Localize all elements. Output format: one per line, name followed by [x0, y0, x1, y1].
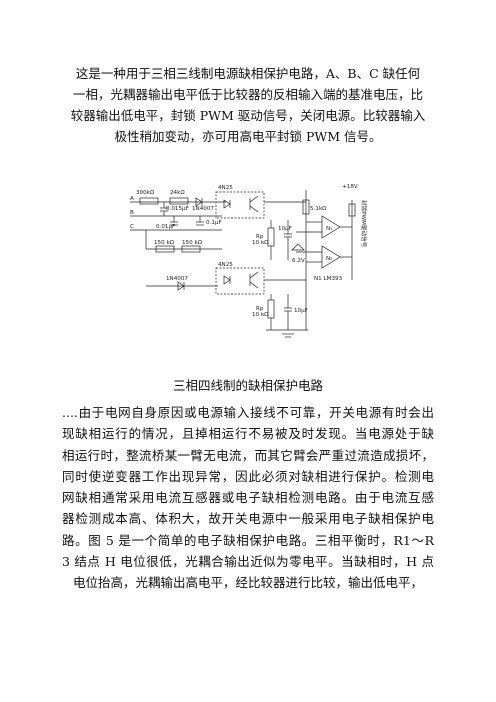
body-paragraph: ....由于电网自身原因或电源输入接线不可靠，开关电源有时会出 现缺相运行的情况… [62, 402, 434, 594]
label-rp1: Rp [256, 234, 264, 240]
intro-line: 这是一种用于三相三线制电源缺相保护电路，A、B、C 缺任何 [75, 66, 421, 81]
body-line: 器检测成本高、体积大，故开关电源中一般采用电子缺相保护电 [62, 511, 434, 527]
intro-line: 较器输出低电平，封锁 PWM 驱动信号，关闭电源。比较器输入 [70, 108, 426, 123]
body-line: 网缺相通常采用电流互感器或电子缺相检测电路。由于电流互感 [62, 490, 434, 506]
label-n1: N₁ [326, 226, 332, 232]
circuit-diagram: A B C 300kΩ 24kΩ 0.015μF 1N4007 4N25 +18… [126, 180, 370, 346]
intro-paragraph: 这是一种用于三相三线制电源缺相保护电路，A、B、C 缺任何 一相，光耦器输出电平… [58, 63, 438, 147]
label-c2: 0.01μF [156, 224, 175, 230]
label-rp2: Rp [256, 306, 264, 312]
label-c4: 10μF [278, 226, 292, 232]
label-vcc: +18V [342, 184, 358, 190]
label-opto2: 4N25 [218, 262, 233, 268]
label-r1: 300kΩ [136, 190, 155, 196]
label-pwm: 封锁PWM驱动信号 [360, 200, 368, 248]
label-r3: 150 kΩ [154, 240, 175, 246]
label-n2: N₂ [326, 256, 332, 262]
body-line: 现缺相运行的情况，且掉相运行不易被及时发现。当电源处于缺 [62, 426, 434, 442]
body-line: 同时使逆变器工作出现异常，因此必须对缺相进行保护。检测电 [62, 468, 434, 484]
label-r-top: 5.1kΩ [310, 206, 327, 212]
body-line: 3 结点 H 电位很低，光耦合输出近似为零电平。当缺相时，H 点 [62, 554, 434, 570]
label-phase-b: B [130, 210, 134, 216]
label-ic: N1 LM393 [314, 276, 343, 282]
intro-line: 一相，光耦器输出电平低于比较器的反相输入端的基准电压，比 [72, 87, 423, 102]
figure-caption: 三相四线制的缺相保护电路 [172, 378, 323, 393]
body-line: 电位抬高，光耦输出高电平，经比较器进行比较，输出低电平， [72, 575, 423, 591]
label-d1: 1N4007 [192, 206, 214, 212]
label-rp2-val: 10 kΩ [252, 312, 269, 318]
intro-line: 极性稍加变动，亦可用高电平封锁 PWM 信号。 [114, 129, 382, 144]
label-c5: 10μF [294, 308, 308, 314]
label-phase-c: C [130, 224, 134, 230]
label-d2: 1N4007 [166, 276, 188, 282]
label-c3: 0.1μF [206, 220, 222, 226]
label-r4: 150 kΩ [182, 240, 203, 246]
label-c1: 0.015μF [166, 206, 189, 212]
body-line: ....由于电网自身原因或电源输入接线不可靠，开关电源有时会出 [62, 405, 434, 420]
label-opto1: 4N25 [218, 185, 233, 191]
body-line: 相运行时，整流桥某一臂无电流，而其它臂会严重过流造成损坏， [62, 447, 434, 463]
label-phase-a: A [130, 196, 134, 202]
label-r2: 24kΩ [170, 190, 185, 196]
label-rp1-val: 10 kΩ [252, 240, 269, 246]
label-zener: 6.2V [292, 258, 305, 264]
body-line: 路。图 5 是一个简单的电子缺相保护电路。三相平衡时，R1～R [62, 532, 434, 548]
